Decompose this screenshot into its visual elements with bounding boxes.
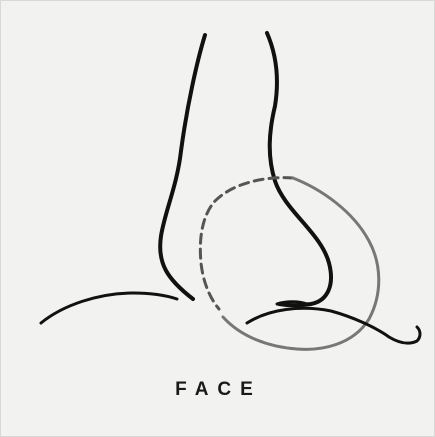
right-profile-line [267, 33, 331, 305]
lower-sweep-line [247, 308, 420, 343]
diagram-caption: FACE [1, 379, 435, 401]
left-cheek-arc [41, 293, 177, 323]
dashed-overlay-upper [200, 178, 293, 309]
left-profile-line [160, 35, 205, 299]
